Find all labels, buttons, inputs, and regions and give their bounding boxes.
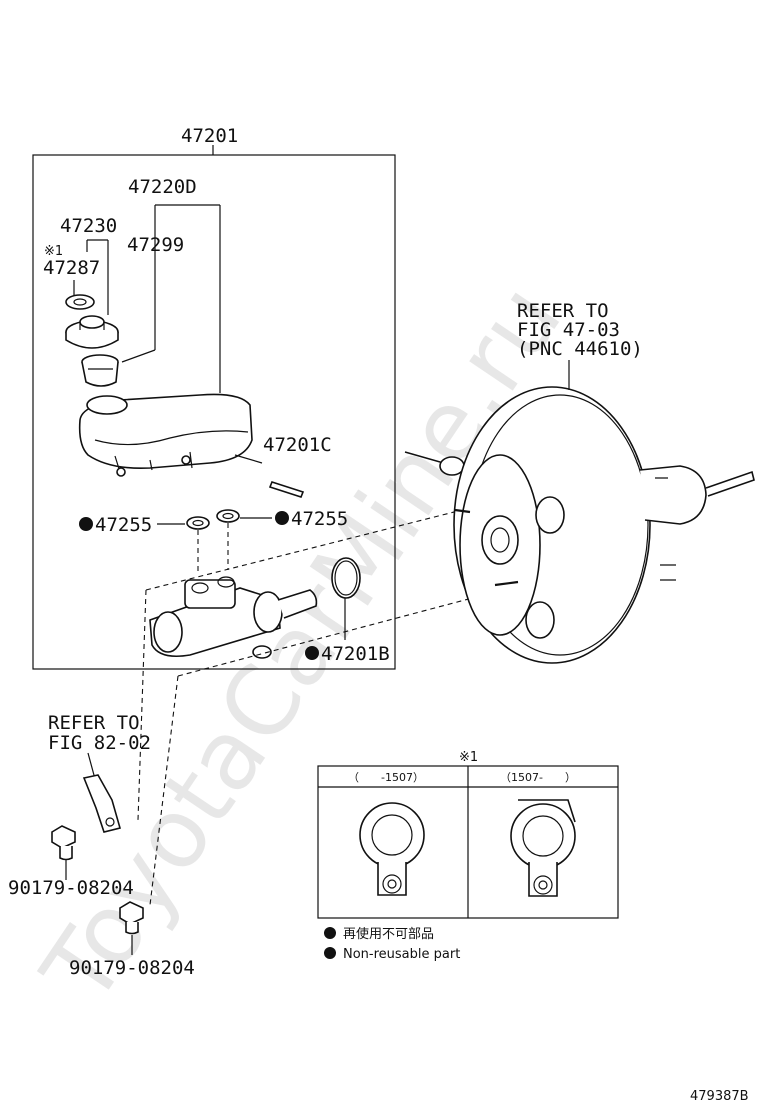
brake-booster-part <box>404 386 755 664</box>
booster-refer-note: REFER TO FIG 47-03 (PNC 44610) <box>517 300 643 360</box>
bracket-refer-note: REFER TO FIG 82-02 <box>48 712 151 754</box>
detail-col-left: （ -1507） <box>348 771 424 784</box>
master-cylinder-part <box>149 576 318 659</box>
grommet-right-label: 47255 <box>291 508 348 530</box>
reservoir-part <box>78 393 253 477</box>
booster-refer-line-3: (PNC 44610) <box>517 338 643 360</box>
o-ring-label: 47201B <box>321 643 390 665</box>
bolt-lower-label: 90179-08204 <box>69 957 195 979</box>
detail-col-right: （1507- ） <box>500 771 576 784</box>
booster-refer-line-1: REFER TO <box>517 300 609 322</box>
assembly-box <box>32 154 396 670</box>
reservoir-label: 47220D <box>128 176 197 198</box>
assembly-label: 47201 <box>181 125 238 147</box>
reservoir-cap-part <box>65 315 119 349</box>
non-reusable-dot-oring <box>305 646 319 660</box>
grommet-left-label: 47255 <box>95 514 152 536</box>
o-ring-part <box>331 557 361 599</box>
grommet-right-part <box>216 509 240 523</box>
bracket-refer-line-2: FIG 82-02 <box>48 732 151 754</box>
strainer-label: 47299 <box>127 234 184 256</box>
booster-refer-line-2: FIG 47-03 <box>517 319 620 341</box>
pin-label: 47201C <box>263 434 332 456</box>
bolt-upper-part <box>51 825 76 861</box>
bolt-upper-label: 90179-08204 <box>8 877 134 899</box>
cap-label: 47230 <box>60 215 117 237</box>
detail-box <box>317 765 619 919</box>
gasket-plate-new-detail <box>510 799 576 897</box>
legend-dot-jp <box>324 927 336 939</box>
legend-jp: 再使用不可部品 <box>343 926 434 942</box>
non-reusable-dot-right <box>275 511 289 525</box>
strainer-part <box>81 354 119 387</box>
bracket-refer-line-1: REFER TO <box>48 712 140 734</box>
non-reusable-dot-left <box>79 517 93 531</box>
pin-part <box>268 481 305 498</box>
legend-en: Non-reusable part <box>343 947 460 962</box>
legend-dot-en <box>324 947 336 959</box>
note-mark: ※1 <box>44 244 63 259</box>
gasket-plate-label: 47287 <box>43 257 100 279</box>
detail-box-mark: ※1 <box>459 750 478 765</box>
grommet-left-part <box>186 516 210 530</box>
bracket-part <box>82 774 121 833</box>
gasket-plate-part <box>65 294 95 310</box>
bolt-lower-part <box>119 901 144 935</box>
gasket-plate-old-detail <box>359 802 425 896</box>
figure-id: 479387B <box>690 1089 749 1104</box>
